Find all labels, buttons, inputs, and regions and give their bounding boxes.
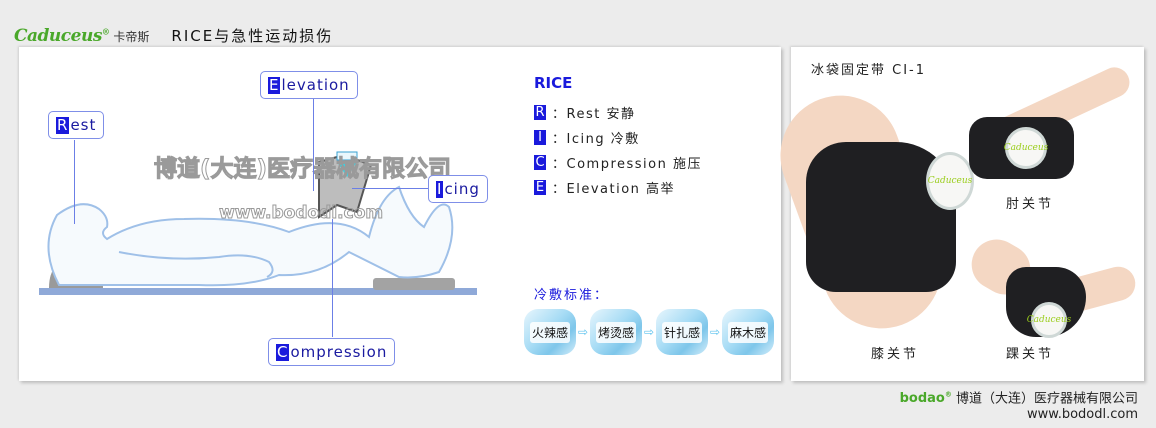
rice-letter: C (534, 155, 546, 170)
stage-label: 针扎感 (661, 321, 702, 343)
watermark-company: 博道(大连)医疗器械有限公司 (153, 156, 452, 183)
rice-item: I ：Icing 冷敷 (534, 125, 702, 150)
company-url: www.bododl.com (1026, 407, 1138, 423)
rice-item: E ：Elevation 高举 (534, 175, 702, 200)
callout-text: est (70, 116, 97, 134)
rice-item: C ：Compression 施压 (534, 150, 702, 175)
rice-text: ：Icing 冷敷 (552, 132, 640, 147)
callout-text: levation (281, 76, 350, 94)
elevation-leader-line (313, 99, 314, 191)
product-title: 冰袋固定带 CI-1 (811, 63, 927, 78)
rice-letter: I (534, 130, 546, 145)
callout-text: ompression (290, 343, 388, 361)
label-ankle: 踝关节 (1006, 347, 1055, 362)
arrow-right-icon: ⇨ (709, 325, 721, 339)
stage-label: 火辣感 (529, 321, 570, 343)
stage-label: 烤烫感 (595, 321, 636, 343)
rice-title: RICE (534, 74, 573, 92)
ice-cube-stage: 烤烫感 (590, 309, 642, 355)
compression-leader-line (332, 219, 333, 337)
rice-letter: E (534, 180, 546, 195)
label-knee: 膝关节 (871, 347, 920, 362)
rice-text: ：Elevation 高举 (552, 182, 676, 197)
ice-cube-stage: 火辣感 (524, 309, 576, 355)
rice-legend: RICE R ：Rest 安静 I ：Icing 冷敷 C ：Compression … (534, 74, 702, 200)
icing-leader-line (352, 188, 428, 189)
callout-letter: C (276, 342, 290, 361)
ice-cube-stage: 针扎感 (656, 309, 708, 355)
label-elbow: 肘关节 (1006, 197, 1055, 212)
ice-cap: Caduceus (926, 152, 974, 210)
ice-cube-stage: 麻木感 (722, 309, 774, 355)
company-name: 博道（大连）医疗器械有限公司 (955, 391, 1138, 407)
cold-standard-title: 冷敷标准： (534, 288, 610, 303)
ice-cap: Caduceus (1027, 302, 1071, 338)
page-header: Caduceus® 卡帝斯 RICE与急性运动损伤 (14, 22, 333, 46)
rice-text: ：Rest 安静 (552, 107, 636, 122)
callout-letter: I (436, 179, 444, 198)
callout-letter: R (56, 115, 70, 134)
page-title: RICE与急性运动损伤 (171, 27, 334, 45)
ice-cap: Caduceus (1004, 127, 1048, 169)
footer: bodao® 博道（大连）医疗器械有限公司 www.bododl.com (900, 387, 1138, 423)
caduceus-logo: Caduceus® (14, 26, 110, 46)
callout-text: cing (444, 180, 480, 198)
rice-text: ：Compression 施压 (552, 157, 702, 172)
brand-chinese-name: 卡帝斯 (113, 30, 150, 44)
rest-leader-line (74, 140, 75, 224)
patient-illustration (39, 151, 477, 295)
rice-item: R ：Rest 安静 (534, 100, 702, 125)
cold-standard-stages: 火辣感 ⇨ 烤烫感 ⇨ 针扎感 ⇨ 麻木感 (524, 309, 774, 355)
bodao-logo: bodao® (899, 391, 952, 407)
stage-label: 麻木感 (727, 321, 768, 343)
product-panel: 冰袋固定带 CI-1 Caduceus 膝关节 Caduceus 肘关节 Cad… (763, 47, 1144, 381)
arrow-right-icon: ⇨ (577, 325, 589, 339)
callout-letter: E (268, 75, 281, 94)
watermark-url: www.bododl.com (218, 203, 384, 224)
rice-letter: R (534, 105, 546, 120)
arrow-right-icon: ⇨ (643, 325, 655, 339)
